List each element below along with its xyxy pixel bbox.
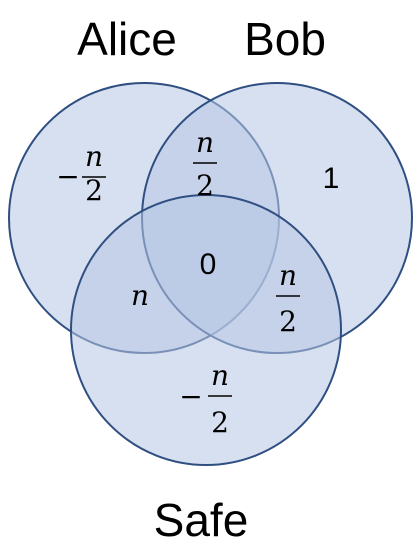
bob-label: Bob — [244, 13, 326, 65]
alice-label: Alice — [77, 13, 177, 65]
region-alice-only-sign: − — [56, 160, 79, 193]
region-bob-only: 1 — [323, 162, 340, 195]
safe-label: Safe — [154, 494, 249, 546]
region-alice-only-numerator: n — [85, 140, 103, 173]
region-safe-only-numerator: n — [211, 359, 229, 392]
region-alice-only-denominator: 2 — [85, 174, 103, 207]
region-alice-safe: n — [131, 279, 149, 312]
region-alice-only: − n 2 — [56, 140, 106, 207]
region-bob-safe-numerator: n — [279, 259, 297, 292]
region-safe-only-denominator: 2 — [211, 406, 229, 439]
region-all-three: 0 — [200, 248, 217, 281]
region-bob-safe-denominator: 2 — [279, 305, 297, 338]
region-alice-bob: n 2 — [193, 126, 217, 202]
safe-circle — [70, 194, 342, 466]
region-alice-bob-numerator: n — [196, 126, 214, 159]
region-bob-safe: n 2 — [276, 259, 300, 338]
region-alice-bob-denominator: 2 — [196, 169, 214, 202]
region-safe-only-sign: − — [179, 380, 202, 413]
region-safe-only: − n 2 — [179, 359, 232, 439]
